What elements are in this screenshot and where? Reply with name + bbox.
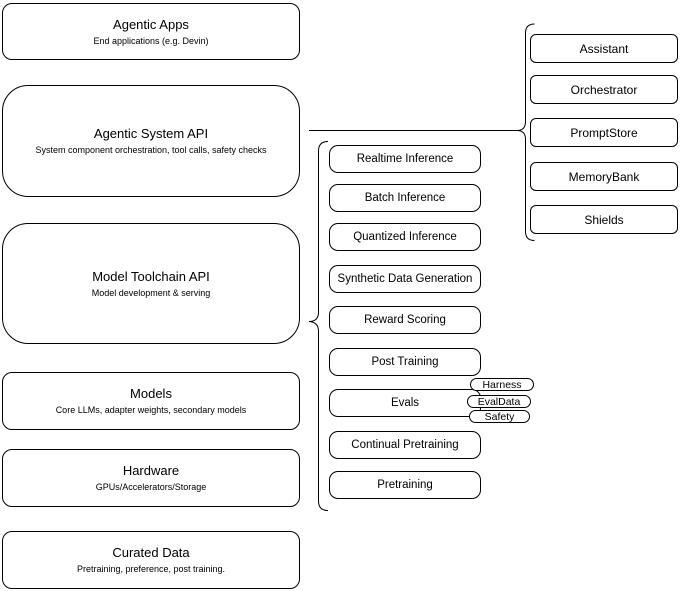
node-realtime-inference: Realtime Inference	[329, 145, 481, 173]
brace-system-components-group	[516, 23, 535, 241]
node-subtitle: System component orchestration, tool cal…	[35, 145, 267, 155]
node-title: Hardware	[122, 463, 180, 478]
brace-toolchain-group	[308, 141, 329, 511]
node-title: Curated Data	[112, 545, 190, 560]
node-memorybank: MemoryBank	[530, 162, 678, 191]
node-title: Agentic System API	[93, 126, 209, 141]
node-assistant: Assistant	[530, 34, 678, 63]
node-subtitle: End applications (e.g. Devin)	[93, 35, 209, 46]
node-continual-pretraining: Continual Pretraining	[329, 431, 481, 459]
node-agentic-system-api: Agentic System API System component orch…	[2, 85, 300, 197]
node-curated-data: Curated Data Pretraining, preference, po…	[2, 531, 300, 589]
node-promptstore: PromptStore	[530, 118, 678, 147]
node-model-toolchain-api: Model Toolchain API Model development & …	[2, 223, 300, 344]
node-synthetic-data-generation: Synthetic Data Generation	[329, 265, 481, 293]
node-shields: Shields	[530, 205, 678, 234]
node-subtitle: Model development & serving	[91, 287, 211, 298]
node-post-training: Post Training	[329, 348, 481, 376]
node-batch-inference: Batch Inference	[329, 184, 481, 212]
tag-evaldata: EvalData	[467, 395, 531, 408]
node-pretraining: Pretraining	[329, 471, 481, 499]
node-orchestrator: Orchestrator	[530, 75, 678, 104]
node-subtitle: Core LLMs, adapter weights, secondary mo…	[55, 405, 247, 415]
node-title: Model Toolchain API	[92, 268, 210, 284]
node-reward-scoring: Reward Scoring	[329, 306, 481, 334]
node-evals: Evals	[329, 389, 481, 417]
tag-safety: Safety	[469, 410, 530, 423]
node-models: Models Core LLMs, adapter weights, secon…	[2, 372, 300, 430]
node-title: Models	[130, 386, 172, 401]
node-quantized-inference: Quantized Inference	[329, 223, 481, 251]
node-subtitle: Pretraining, preference, post training.	[76, 564, 226, 574]
node-title: Agentic Apps	[113, 16, 189, 32]
node-agentic-apps: Agentic Apps End applications (e.g. Devi…	[2, 3, 300, 60]
node-subtitle: GPUs/Accelerators/Storage	[95, 482, 207, 492]
tag-harness: Harness	[470, 378, 534, 391]
node-hardware: Hardware GPUs/Accelerators/Storage	[2, 449, 300, 507]
